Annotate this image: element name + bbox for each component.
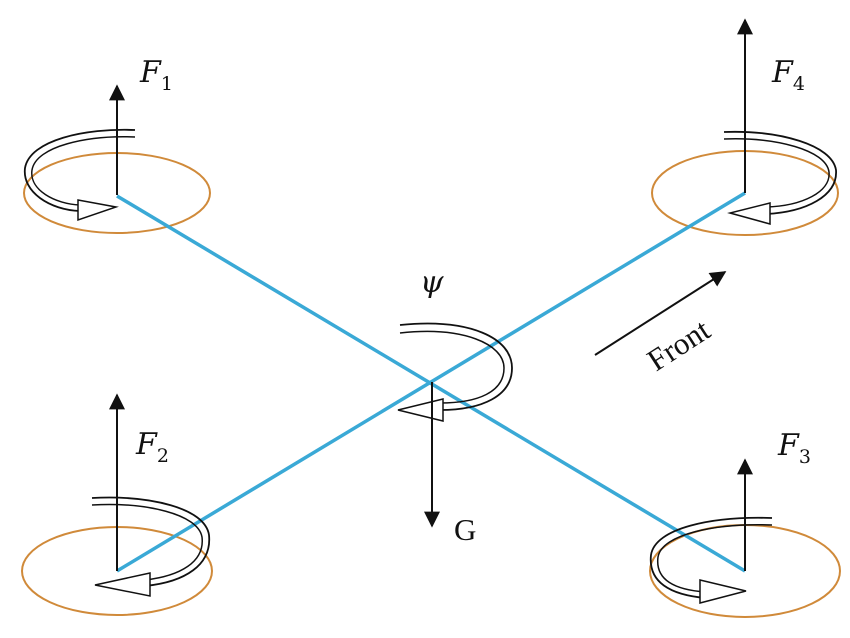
spin-arrow-2 (91, 496, 210, 597)
front-label: Front (641, 312, 717, 378)
front-arrow (594, 271, 727, 356)
gravity-label: G (454, 512, 476, 547)
force-label-3: F3 (777, 428, 811, 468)
yaw-label: ψ (420, 265, 444, 300)
force-label-1: F1 (139, 55, 173, 95)
spin-arrow-1 (24, 128, 136, 222)
spin-arrow-3 (649, 516, 773, 604)
force-label-4: F4 (771, 55, 805, 95)
force-label-2: F2 (135, 427, 169, 467)
spin-arrow-4 (723, 130, 837, 225)
